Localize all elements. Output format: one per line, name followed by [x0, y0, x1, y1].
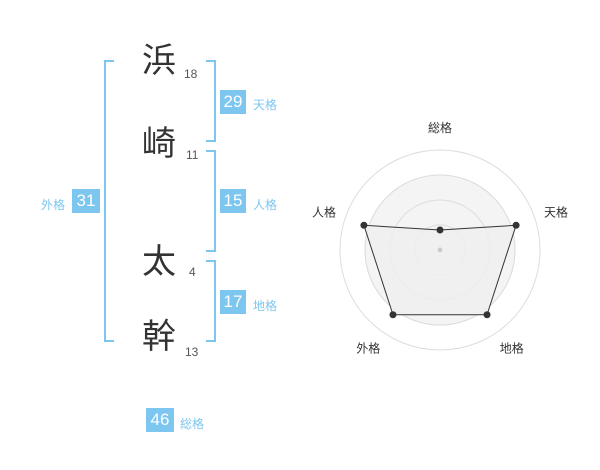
- tenkaku-value: 29: [220, 90, 246, 114]
- radar-axis-label-4: 外格: [356, 341, 380, 356]
- name-char-2-strokes: 11: [186, 148, 199, 162]
- radar-inner-ring: [364, 174, 516, 326]
- chikaku-bracket: [206, 260, 216, 342]
- name-char-4: 幹: [142, 317, 176, 357]
- chikaku-label: 地格: [253, 299, 278, 313]
- radar-ring: [339, 149, 541, 351]
- gaikaku-bracket: [104, 60, 114, 342]
- jinkaku-label: 人格: [253, 198, 278, 212]
- radar-axis-label-1: 総格: [428, 120, 452, 135]
- radar-axis-label-3: 地格: [500, 341, 524, 356]
- chikaku-value: 17: [220, 290, 246, 314]
- name-char-1: 浜: [142, 41, 176, 81]
- gaikaku-value: 31: [72, 189, 100, 213]
- jinkaku-value: 15: [220, 189, 246, 213]
- name-char-4-strokes: 13: [185, 345, 199, 359]
- radar-point-5: [360, 221, 368, 229]
- name-char-3-strokes: 4: [189, 265, 196, 279]
- tenkaku-bracket: [206, 60, 216, 142]
- soukaku-label: 総格: [180, 417, 205, 431]
- soukaku-value: 46: [146, 408, 174, 432]
- jinkaku-bracket: [206, 150, 216, 252]
- radar-point-4: [389, 311, 397, 319]
- radar-point-2: [512, 221, 520, 229]
- radar-center: [437, 247, 443, 253]
- name-char-2: 崎: [142, 124, 176, 164]
- radar-point-3: [483, 311, 491, 319]
- name-char-3: 太: [142, 242, 176, 282]
- radar-axis-label-5: 人格: [312, 204, 336, 219]
- radar-point-1: [436, 226, 444, 234]
- radar-polygon: [363, 224, 517, 316]
- gaikaku-label: 外格: [41, 198, 66, 212]
- radar-axis-label-2: 天格: [544, 204, 568, 219]
- tenkaku-label: 天格: [253, 98, 278, 112]
- name-char-1-strokes: 18: [184, 67, 198, 81]
